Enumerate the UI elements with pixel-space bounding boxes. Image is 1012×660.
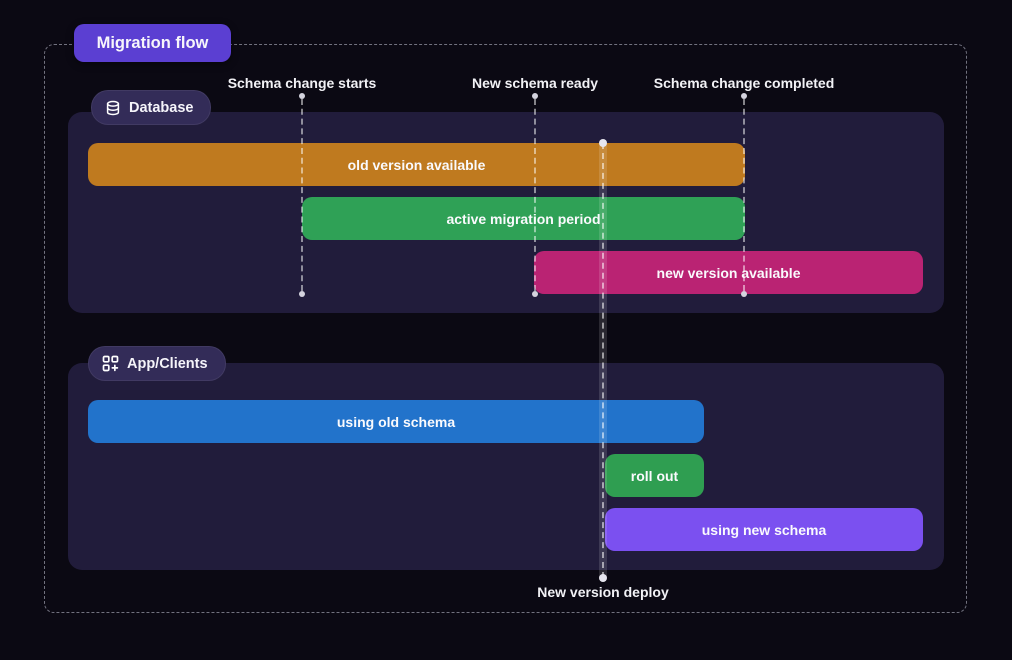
marker-dashed-line: [301, 99, 303, 291]
deploy-label: New version deploy: [537, 584, 669, 600]
diagram-boundary: [44, 44, 967, 613]
marker-dot-top: [741, 93, 747, 99]
marker-label: Schema change completed: [653, 75, 835, 91]
marker-dot-bottom: [741, 291, 747, 297]
title-badge: Migration flow: [74, 24, 231, 62]
apps-plus-icon: [102, 355, 119, 372]
marker-label: New schema ready: [471, 75, 599, 91]
marker-dot-bottom: [299, 291, 305, 297]
database-icon: [105, 100, 121, 116]
marker-dot-bottom: [532, 291, 538, 297]
marker-dot-top: [532, 93, 538, 99]
deploy-dashed-line: [602, 143, 604, 578]
marker-dashed-line: [534, 99, 536, 291]
bar-roll-out: roll out: [605, 454, 704, 497]
bar-active-migration-period: active migration period: [302, 197, 745, 240]
database-badge: Database: [91, 90, 212, 125]
app-clients-badge: App/Clients: [88, 346, 226, 381]
app-clients-badge-label: App/Clients: [127, 355, 208, 372]
marker-dashed-line: [743, 99, 745, 291]
marker-label: Schema change starts: [227, 75, 377, 91]
database-badge-label: Database: [129, 99, 194, 116]
deploy-dot-bottom: [599, 574, 607, 582]
bar-new-version-available: new version available: [534, 251, 923, 294]
marker-dot-top: [299, 93, 305, 99]
deploy-dot-top: [599, 139, 607, 147]
bar-using-new-schema: using new schema: [605, 508, 923, 551]
bar-using-old-schema: using old schema: [88, 400, 704, 443]
bar-old-version-available: old version available: [88, 143, 745, 186]
